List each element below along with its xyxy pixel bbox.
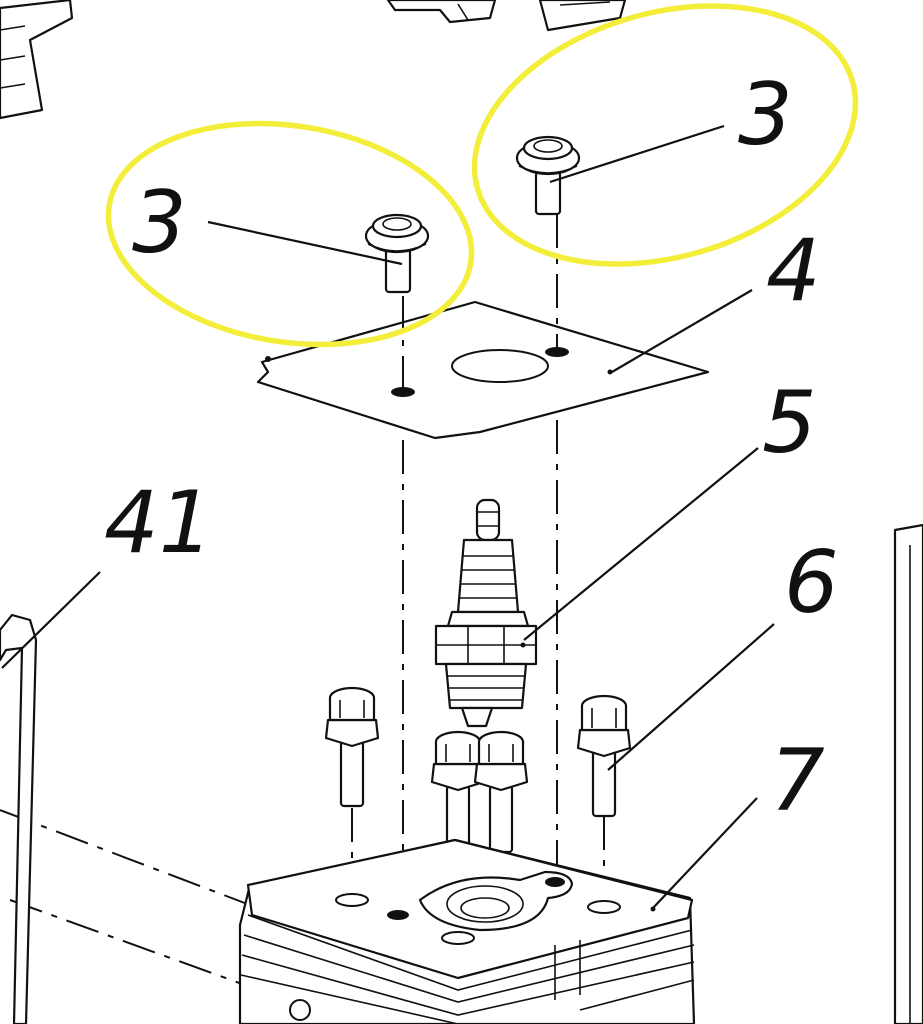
callout-3-left: 3: [132, 173, 187, 273]
spark-plug: [434, 498, 538, 728]
callout-4: 4: [766, 221, 821, 321]
bolt-far-right: [576, 694, 632, 818]
screw-left: [364, 213, 430, 294]
screw-right: [515, 135, 581, 216]
gasket-plate: [256, 300, 710, 440]
callout-3-right: 3: [738, 65, 793, 165]
callout-5: 5: [762, 373, 817, 473]
assembly-center-lines: [0, 214, 605, 986]
leader-lines: [1, 124, 775, 909]
bolt-center-right: [473, 730, 529, 877]
callout-6: 6: [784, 533, 839, 633]
top-center-partial-part: [386, 0, 627, 32]
callout-7: 7: [770, 731, 825, 831]
highlight-ellipse-left: [105, 120, 475, 348]
top-left-partial-part: [0, 0, 74, 120]
right-bracket: [893, 523, 923, 1024]
callout-41: 41: [104, 473, 213, 573]
cylinder-head: [238, 838, 696, 1024]
bolt-far-left: [324, 686, 380, 808]
highlight-ellipse-right: [471, 3, 859, 267]
highlight-rings: [105, 3, 859, 348]
left-frame-part: [0, 613, 38, 1024]
